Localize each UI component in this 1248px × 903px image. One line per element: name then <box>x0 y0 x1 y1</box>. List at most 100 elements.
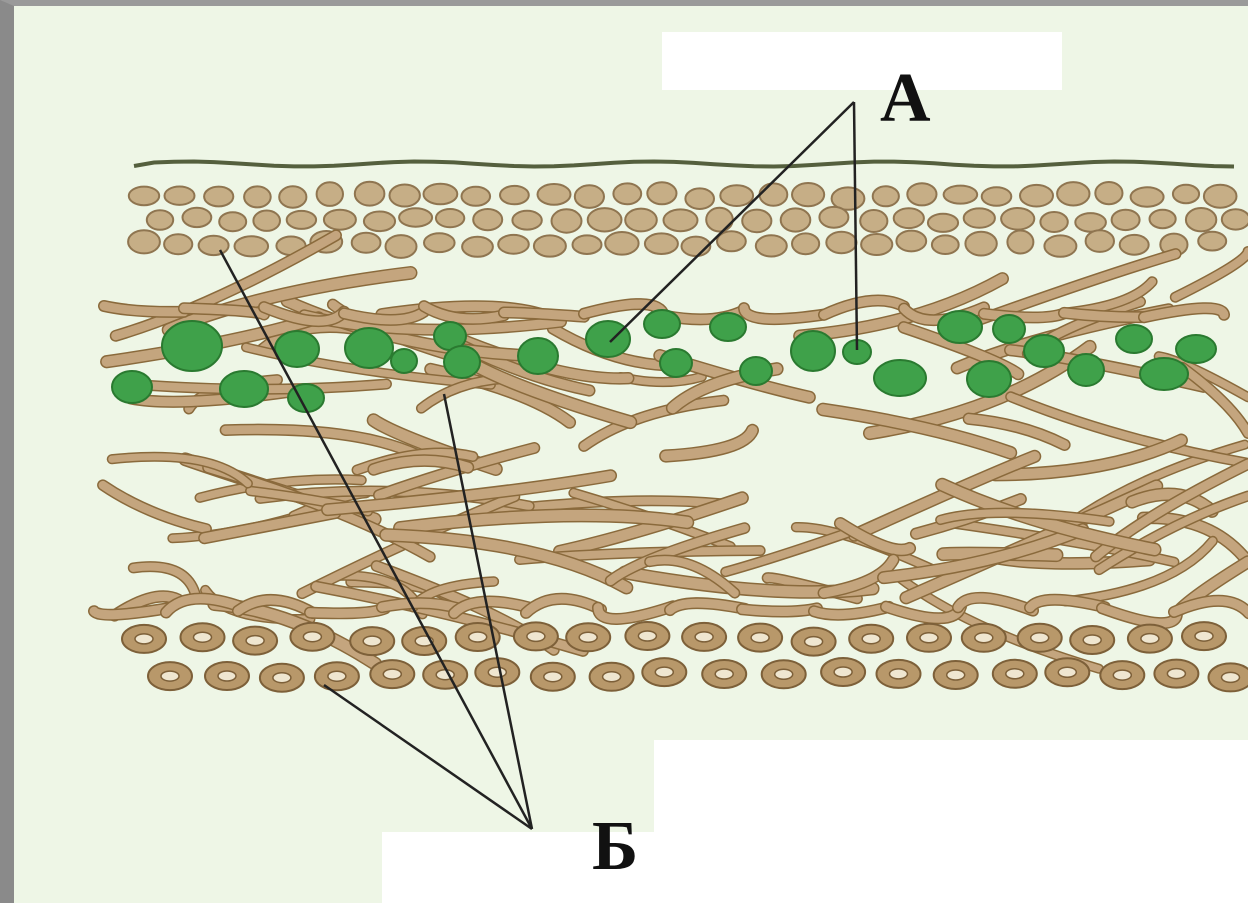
algal-cell <box>660 349 692 377</box>
upper-cortex-cell <box>512 211 541 230</box>
upper-cortex-cell <box>860 210 887 232</box>
upper-cortex-layer <box>128 182 1248 258</box>
upper-cortex-cell <box>287 211 316 229</box>
algal-cell <box>518 338 558 374</box>
lower-cortex-cell-lumen <box>862 634 880 644</box>
lower-cortex-cell-lumen <box>218 671 236 681</box>
upper-cortex-cell <box>873 186 899 206</box>
lower-cortex-cell-lumen <box>695 632 713 642</box>
algal-cell <box>1116 325 1152 353</box>
hypha <box>1175 252 1248 298</box>
upper-cortex-cell <box>462 237 493 257</box>
upper-cortex-cell <box>1198 232 1226 251</box>
hypha <box>742 608 817 611</box>
algal-cell <box>1176 335 1216 363</box>
algal-cell <box>1068 354 1104 386</box>
upper-cortex-cell <box>424 184 458 205</box>
upper-cortex-cell <box>364 212 395 232</box>
hypha <box>374 461 468 470</box>
upper-cortex-cell <box>965 232 996 256</box>
algal-cell <box>345 328 393 368</box>
algal-cell <box>220 371 268 407</box>
upper-cortex-cell <box>386 235 417 258</box>
lower-cortex-cell-lumen <box>1141 634 1159 644</box>
lower-cortex-cell-lumen <box>975 633 993 643</box>
upper-cortex-cell <box>706 208 733 232</box>
upper-cortex-cell <box>279 186 306 207</box>
upper-cortex-cell <box>324 210 356 230</box>
lower-cortex-cell-lumen <box>920 633 938 643</box>
upper-cortex-cell <box>147 210 173 230</box>
algal-cell <box>1024 335 1064 367</box>
lower-cortex-cell-lumen <box>544 672 562 682</box>
lower-cortex-cell-lumen <box>161 671 179 681</box>
upper-cortex-cell <box>462 187 491 206</box>
upper-cortex-cell <box>317 182 343 206</box>
upper-cortex-cell <box>534 235 566 256</box>
upper-cortex-cell <box>500 186 529 204</box>
lower-cortex-cell-lumen <box>1006 669 1024 679</box>
upper-cortex-cell <box>1095 182 1122 204</box>
algal-cell <box>710 313 746 341</box>
upper-cortex-cell <box>645 233 678 254</box>
upper-cortex-cell <box>253 211 280 231</box>
hypha <box>1102 608 1177 623</box>
blank-label-box-b <box>654 740 1248 903</box>
upper-cortex-cell <box>964 208 995 227</box>
hypha <box>133 567 195 594</box>
algal-cell <box>112 371 152 403</box>
upper-cortex-cell <box>613 183 641 204</box>
upper-cortex-cell <box>552 209 582 232</box>
hypha <box>666 430 753 456</box>
algal-cell <box>938 311 982 343</box>
upper-cortex-cell <box>720 185 753 206</box>
hypha <box>382 603 457 608</box>
upper-cortex-cell <box>1020 185 1053 207</box>
label-b: Б <box>592 812 638 882</box>
upper-cortex-cell <box>1001 208 1034 230</box>
algal-cell <box>993 315 1025 343</box>
lower-cortex-cell-lumen <box>383 669 401 679</box>
lower-cortex-cell-lumen <box>1058 667 1076 677</box>
lower-cortex-cell-lumen <box>715 669 733 679</box>
upper-cortex-cell <box>1150 210 1176 228</box>
lower-cortex-cell-lumen <box>834 667 852 677</box>
upper-cortex-cell <box>129 187 159 206</box>
upper-cortex-cell <box>982 187 1012 206</box>
upper-cortex-cell <box>894 208 924 228</box>
algal-cell <box>586 321 630 357</box>
upper-cortex-cell <box>355 182 385 206</box>
upper-cortex-cell <box>717 231 746 251</box>
lower-cortex-cell-lumen <box>775 669 793 679</box>
hypha <box>310 609 385 614</box>
upper-cortex-cell <box>1173 185 1199 203</box>
upper-cortex-cell <box>792 233 819 254</box>
upper-cortex-cell <box>1186 208 1216 231</box>
lower-cortex-cell-lumen <box>751 633 769 643</box>
algal-cell <box>644 310 680 338</box>
upper-cortex-cell <box>1222 209 1248 229</box>
upper-cortex-cell <box>896 231 926 252</box>
upper-cortex-cell <box>664 209 698 231</box>
upper-cortex-cell <box>219 212 246 231</box>
lower-cortex-cell-lumen <box>303 632 321 642</box>
lower-cortex-cell-lumen <box>579 632 597 642</box>
upper-cortex-cell <box>128 230 160 253</box>
lower-cortex-cell-lumen <box>273 673 291 683</box>
upper-cortex-cell <box>1044 235 1076 256</box>
hypha <box>204 513 335 538</box>
hypha <box>504 312 584 316</box>
upper-cortex-cell <box>605 232 638 255</box>
lower-cortex-cell-lumen <box>1195 631 1213 641</box>
algal-cell <box>444 346 480 378</box>
algal-cell <box>275 331 319 367</box>
upper-cortex-cell <box>573 235 602 254</box>
upper-cortex-cell <box>399 208 432 226</box>
blank-label-box-b-left <box>382 832 702 903</box>
lower-cortex-cell-lumen <box>1113 670 1131 680</box>
lower-cortex-cell-lumen <box>1083 635 1101 645</box>
upper-cortex-cell <box>538 184 571 205</box>
algal-cell <box>162 321 222 371</box>
upper-cortex-cell <box>352 233 381 253</box>
lower-cortex-cell-lumen <box>947 670 965 680</box>
